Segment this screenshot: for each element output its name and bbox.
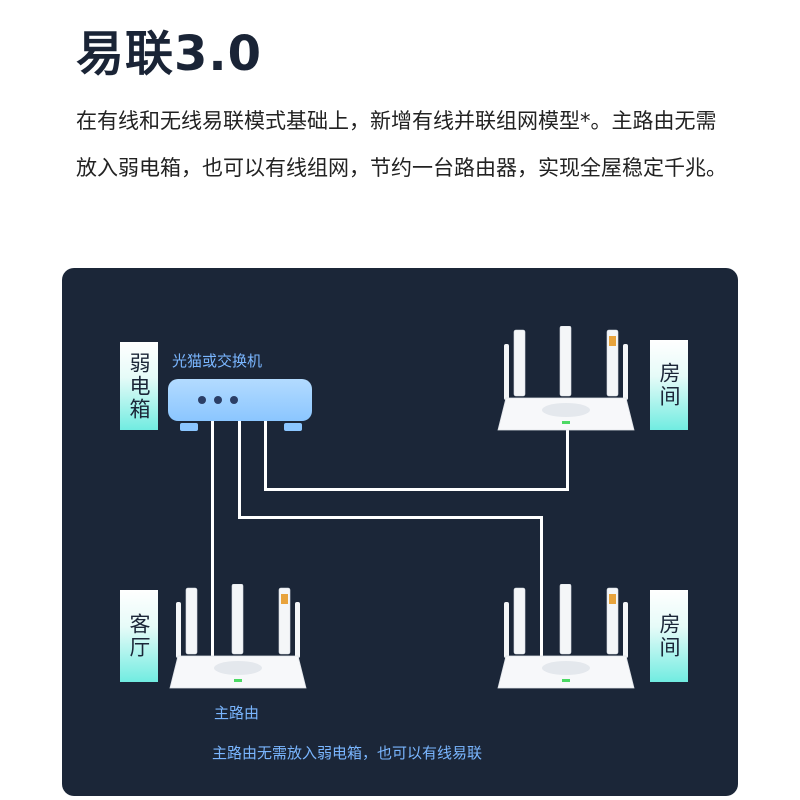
router-icon [169, 584, 307, 689]
footnote-caption: 主路由无需放入弱电箱，也可以有线易联 [212, 744, 483, 762]
cable-modem-to-room-bottom [540, 516, 543, 660]
label-living-room: 客厅 [120, 590, 158, 682]
cable-modem-to-room-bottom [238, 421, 241, 519]
status-light-icon [198, 396, 206, 404]
page-title: 易联3.0 [76, 26, 263, 82]
cable-modem-to-main-router [211, 421, 214, 664]
description-text: 在有线和无线易联模式基础上，新增有线并联组网模型*。主路由无需放入弱电箱，也可以… [76, 109, 727, 180]
modem-foot [180, 423, 198, 431]
modem-caption: 光猫或交换机 [172, 352, 263, 370]
router-icon [497, 584, 635, 689]
label-room-bottom: 房间 [650, 590, 688, 682]
modem-switch [168, 379, 312, 421]
cable-modem-to-room-bottom [238, 516, 543, 519]
main-router-caption: 主路由 [214, 704, 260, 722]
cable-modem-to-room-top [566, 430, 569, 491]
cable-modem-to-room-top [264, 488, 569, 491]
router-icon [497, 326, 635, 431]
cable-modem-to-room-top [264, 421, 267, 491]
status-light-icon [230, 396, 238, 404]
label-room-top: 房间 [650, 340, 688, 430]
modem-foot [284, 423, 302, 431]
network-diagram-panel [62, 268, 738, 796]
label-weak-box: 弱电箱 [120, 342, 158, 430]
status-light-icon [214, 396, 222, 404]
